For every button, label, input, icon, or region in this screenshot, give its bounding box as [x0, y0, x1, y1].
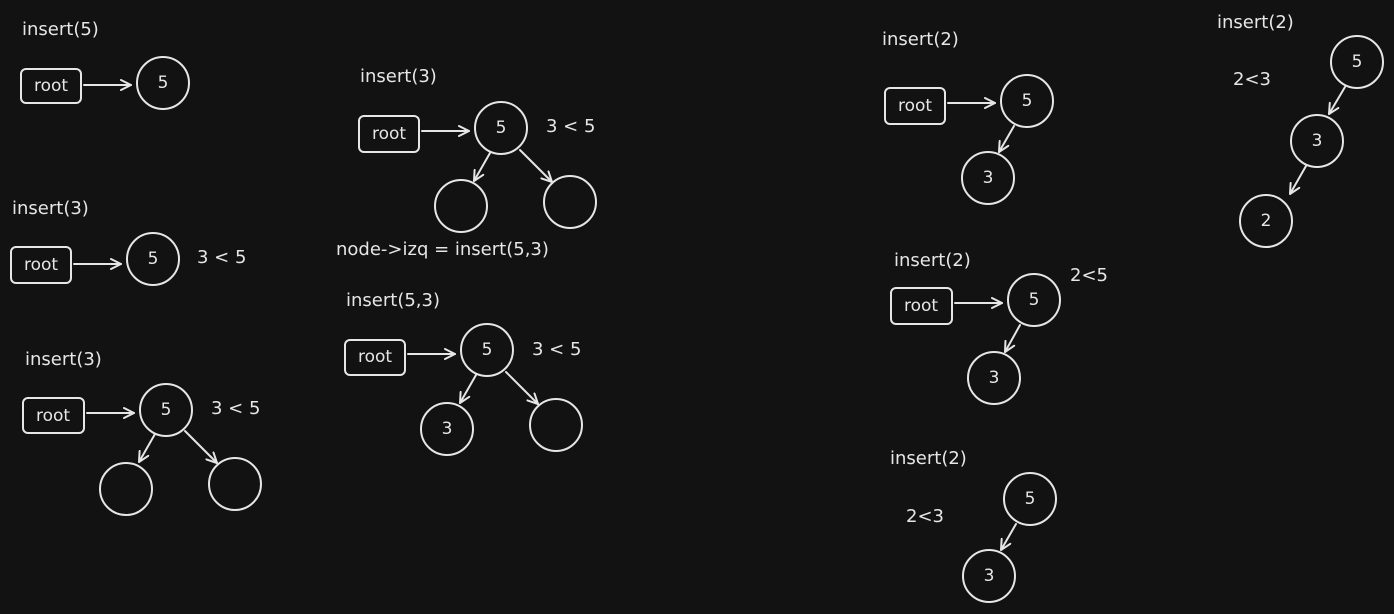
- node-value: 5: [482, 340, 493, 360]
- node-value: 5: [496, 118, 507, 138]
- root-box: [10, 246, 72, 284]
- node-value: 5: [1022, 91, 1033, 111]
- root-box: [890, 287, 953, 325]
- node-value: 5: [1025, 489, 1036, 509]
- left-edge-arrow: [459, 374, 477, 404]
- root-box: [20, 68, 82, 104]
- step-insert-2-c: insert(2) 2<3 5 3: [890, 448, 1057, 603]
- root-label: root: [24, 255, 58, 275]
- right-edge-arrow: [184, 430, 218, 464]
- node-value: 3: [989, 368, 1000, 388]
- comparison-text: 2<3: [1233, 69, 1271, 90]
- step-label: insert(3): [25, 349, 102, 370]
- step-insert-3-compare: insert(3) root 5 3 < 5: [10, 198, 246, 286]
- node-value: 5: [148, 249, 159, 269]
- comparison-text: 3 < 5: [532, 339, 581, 360]
- left-edge-arrow: [473, 152, 491, 182]
- empty-right-child: [529, 398, 583, 452]
- tree-node-5: [126, 232, 180, 286]
- left-edge-arrow: [998, 125, 1015, 153]
- step-label: insert(5,3): [346, 290, 440, 311]
- tree-node-3: [961, 151, 1015, 205]
- step-label: insert(2): [1217, 12, 1294, 33]
- node-value: 5: [1352, 52, 1363, 72]
- root-label: root: [36, 406, 70, 426]
- tree-node-5: [139, 383, 193, 437]
- step-label: insert(3): [12, 198, 89, 219]
- tree-node-5: [460, 323, 514, 377]
- node-value: 3: [983, 168, 994, 188]
- step-insert-5-3: insert(5,3) root 5 3 < 5 3: [344, 290, 583, 456]
- root-box: [22, 397, 85, 434]
- tree-node-5: [1000, 74, 1054, 128]
- root-label: root: [358, 347, 392, 367]
- step-insert-2-b: insert(2) root 5 2<5 3: [890, 250, 1108, 405]
- node-value: 5: [1029, 290, 1040, 310]
- left-edge-arrow: [1000, 523, 1017, 551]
- tree-node-5: [136, 56, 190, 110]
- left-edge-arrow: [1289, 165, 1307, 195]
- empty-left-child: [99, 462, 153, 516]
- comparison-text: 3 < 5: [211, 398, 260, 419]
- tree-node-5: [474, 101, 528, 155]
- comparison-text: 2<5: [1070, 265, 1108, 286]
- node-value: 5: [161, 400, 172, 420]
- node-value: 3: [984, 566, 995, 586]
- root-label: root: [372, 124, 406, 144]
- right-edge-arrow: [519, 149, 553, 183]
- root-box: [884, 87, 946, 125]
- root-box: [358, 115, 420, 153]
- step-insert-3-children: insert(3) root 5 3 < 5: [22, 349, 262, 516]
- root-box: [344, 339, 406, 376]
- tree-node-3: [967, 351, 1021, 405]
- recursive-assignment-text: node->izq = insert(5,3): [336, 239, 549, 260]
- empty-right-child: [208, 457, 262, 511]
- step-label: insert(5): [22, 19, 99, 40]
- step-label: insert(2): [890, 448, 967, 469]
- tree-node-3: [962, 549, 1016, 603]
- empty-right-child: [543, 175, 597, 229]
- node-value: 2: [1261, 211, 1272, 231]
- node-value: 3: [442, 419, 453, 439]
- left-edge-arrow: [1328, 86, 1346, 115]
- right-edge-arrow: [505, 371, 539, 405]
- node-value: 3: [1312, 131, 1323, 151]
- left-edge-arrow: [1004, 324, 1021, 353]
- tree-node-2: [1239, 194, 1293, 248]
- root-label: root: [34, 76, 68, 96]
- step-label: insert(2): [882, 29, 959, 50]
- comparison-text: 3 < 5: [197, 247, 246, 268]
- node-value: 5: [158, 73, 169, 93]
- step-insert-5: insert(5) root 5: [20, 19, 190, 110]
- tree-node-3: [1290, 114, 1344, 168]
- step-label: insert(3): [360, 66, 437, 87]
- tree-node-5: [1330, 35, 1384, 89]
- step-insert-2-final: insert(2) 2<3 5 3 2: [1217, 12, 1384, 248]
- step-insert-3-tree: insert(3) root 5 3 < 5: [358, 66, 597, 233]
- root-label: root: [904, 296, 938, 316]
- left-edge-arrow: [138, 433, 156, 463]
- tree-node-5: [1007, 273, 1061, 327]
- step-label: insert(2): [894, 250, 971, 271]
- comparison-text: 3 < 5: [546, 116, 595, 137]
- tree-node-5: [1003, 472, 1057, 526]
- tree-node-3: [420, 402, 474, 456]
- step-insert-2-a: insert(2) root 5 3: [882, 29, 1054, 205]
- comparison-text: 2<3: [906, 506, 944, 527]
- empty-left-child: [434, 179, 488, 233]
- root-label: root: [898, 96, 932, 116]
